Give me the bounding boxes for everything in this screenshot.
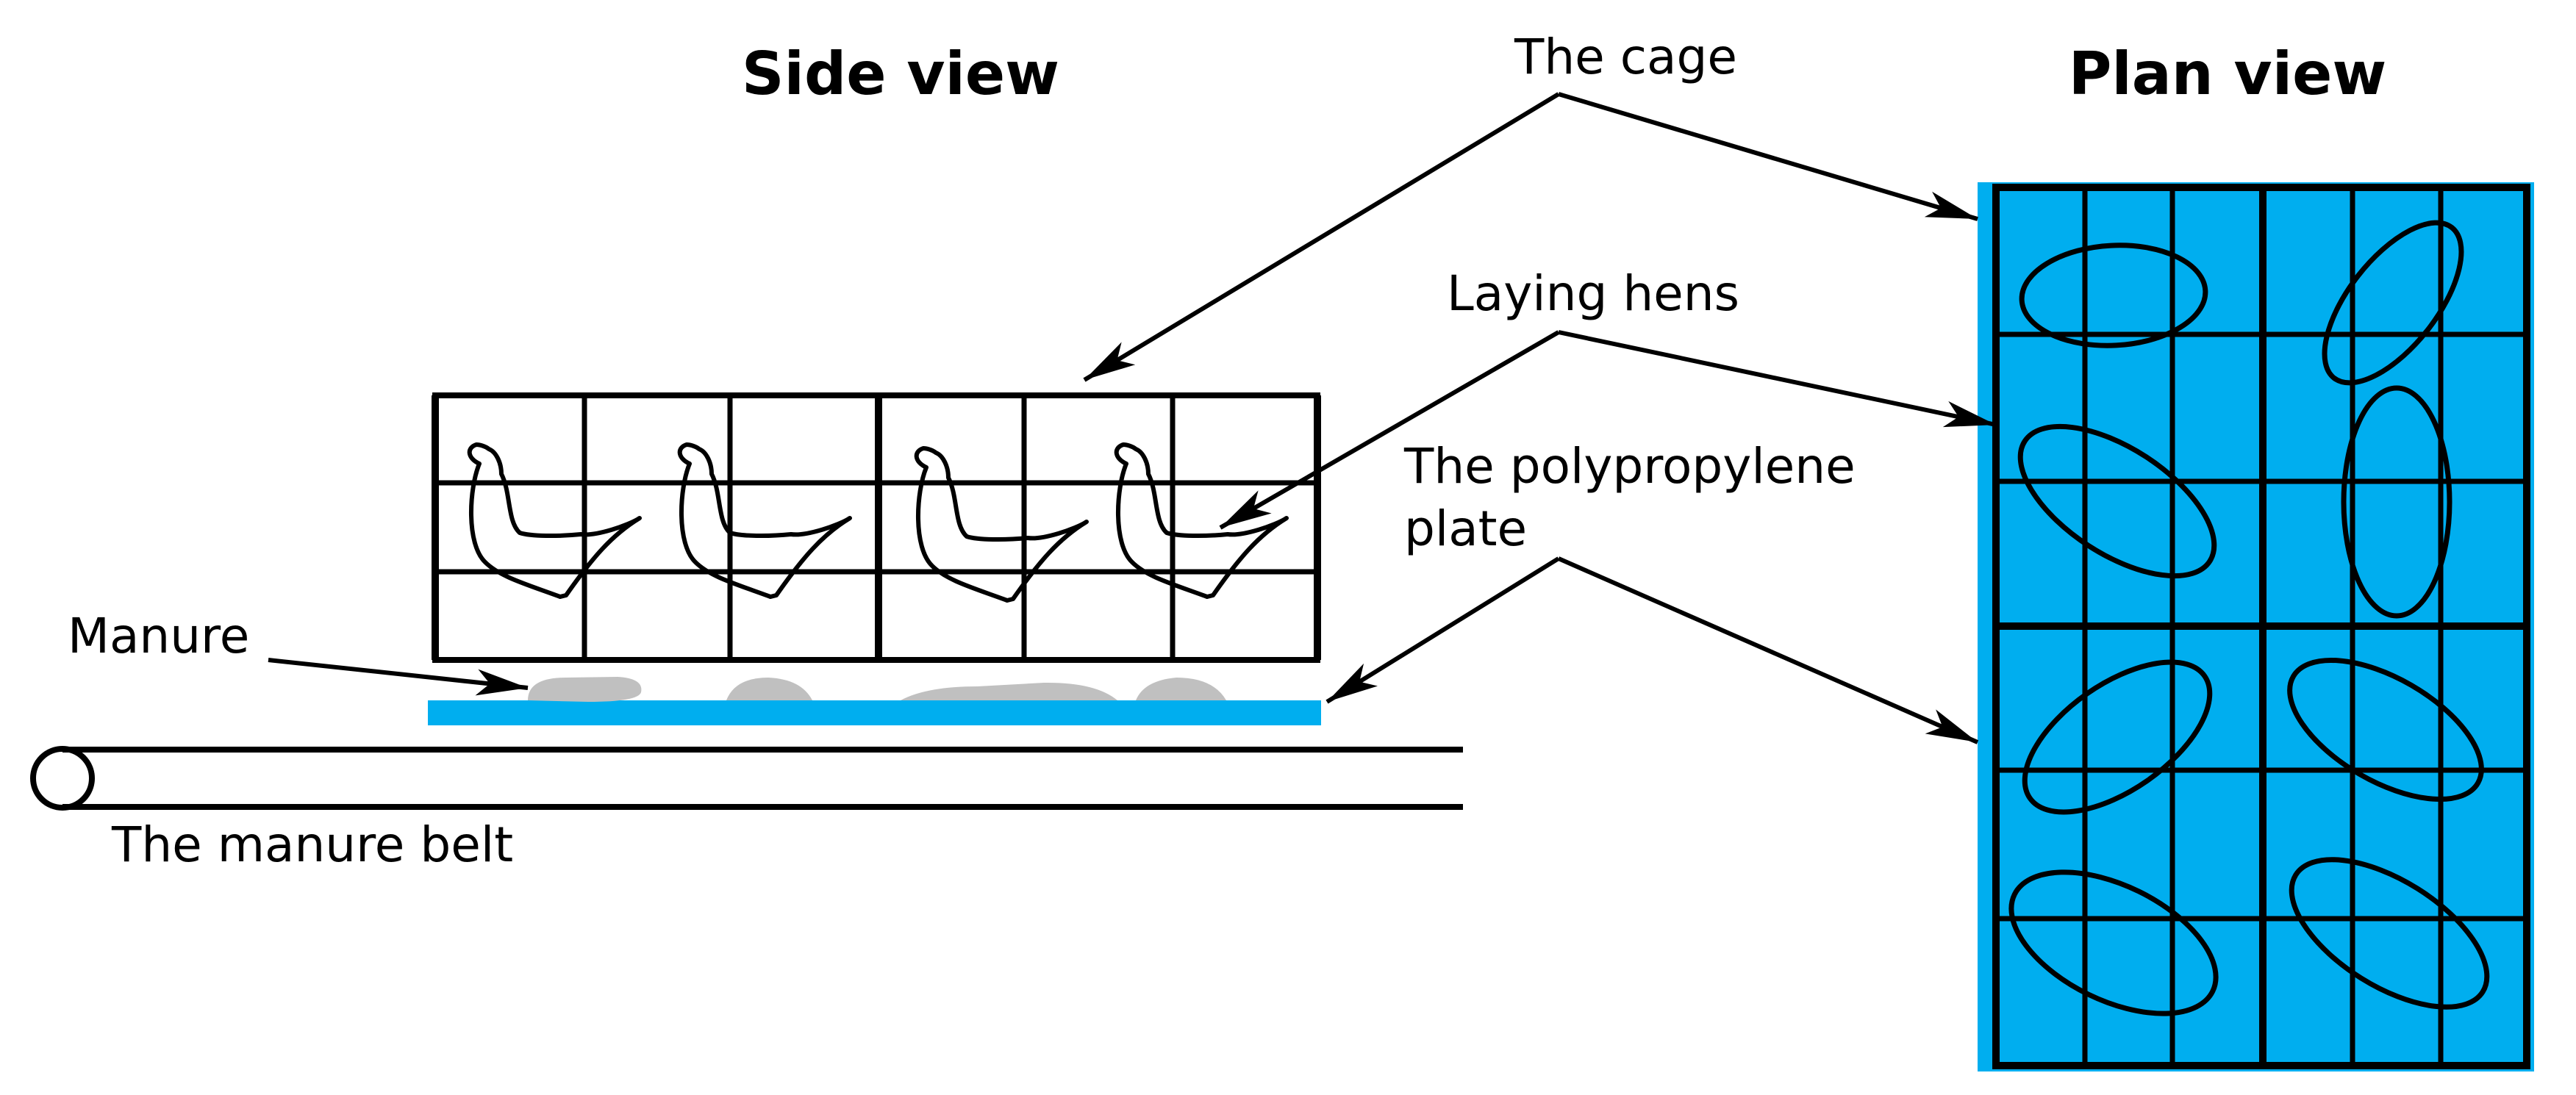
laying-hens-arrow	[1219, 330, 1560, 530]
polypropylene-plate-label-line2: plate	[1404, 500, 1527, 557]
hen-ellipse-icon	[2341, 385, 2452, 619]
hen-outline-icon	[677, 442, 852, 599]
hen-ellipse-icon	[2019, 243, 2208, 348]
cage-arrow	[1083, 92, 1560, 382]
manure-pile	[1136, 678, 1226, 700]
cage-label: The cage	[1514, 29, 1737, 85]
belt-roller	[30, 746, 95, 811]
manure-belt	[30, 746, 1463, 811]
side-view-title: Side view	[742, 40, 1059, 108]
manure-label: Manure	[68, 608, 249, 664]
polypropylene-plate-label-line1: The polypropylene	[1403, 438, 1856, 495]
hen-ellipse-icon	[2287, 657, 2484, 803]
hen-ellipse-icon	[2022, 659, 2213, 815]
cage-plan	[1978, 182, 2534, 1071]
polypropylene-plate-arrow	[1557, 556, 1979, 744]
polypropylene-plate-arrow	[1325, 556, 1560, 704]
hen-ellipse-icon	[2322, 220, 2464, 386]
manure-arrow	[268, 658, 529, 696]
manure-pile	[726, 678, 812, 700]
cage-arrow	[1558, 92, 1978, 221]
laying-hens-label: Laying hens	[1447, 265, 1739, 322]
hen-outline-icon	[1114, 442, 1289, 599]
hen-ellipse-icon	[2017, 423, 2217, 579]
laying-hens-arrow	[1558, 330, 1997, 428]
hen-ellipse-icon	[2008, 869, 2219, 1016]
hen-outline-icon	[467, 442, 642, 599]
manure-belt-label: The manure belt	[111, 816, 513, 873]
hen-outline-icon	[914, 446, 1089, 603]
manure-piles	[528, 677, 1226, 702]
manure-pile	[528, 677, 642, 702]
manure-pile	[901, 682, 1117, 700]
polypropylene-plate-side	[428, 700, 1321, 725]
plan-view-title: Plan view	[2069, 40, 2387, 108]
hen-ellipse-icon	[2289, 857, 2490, 1010]
cage-side	[432, 392, 1321, 663]
